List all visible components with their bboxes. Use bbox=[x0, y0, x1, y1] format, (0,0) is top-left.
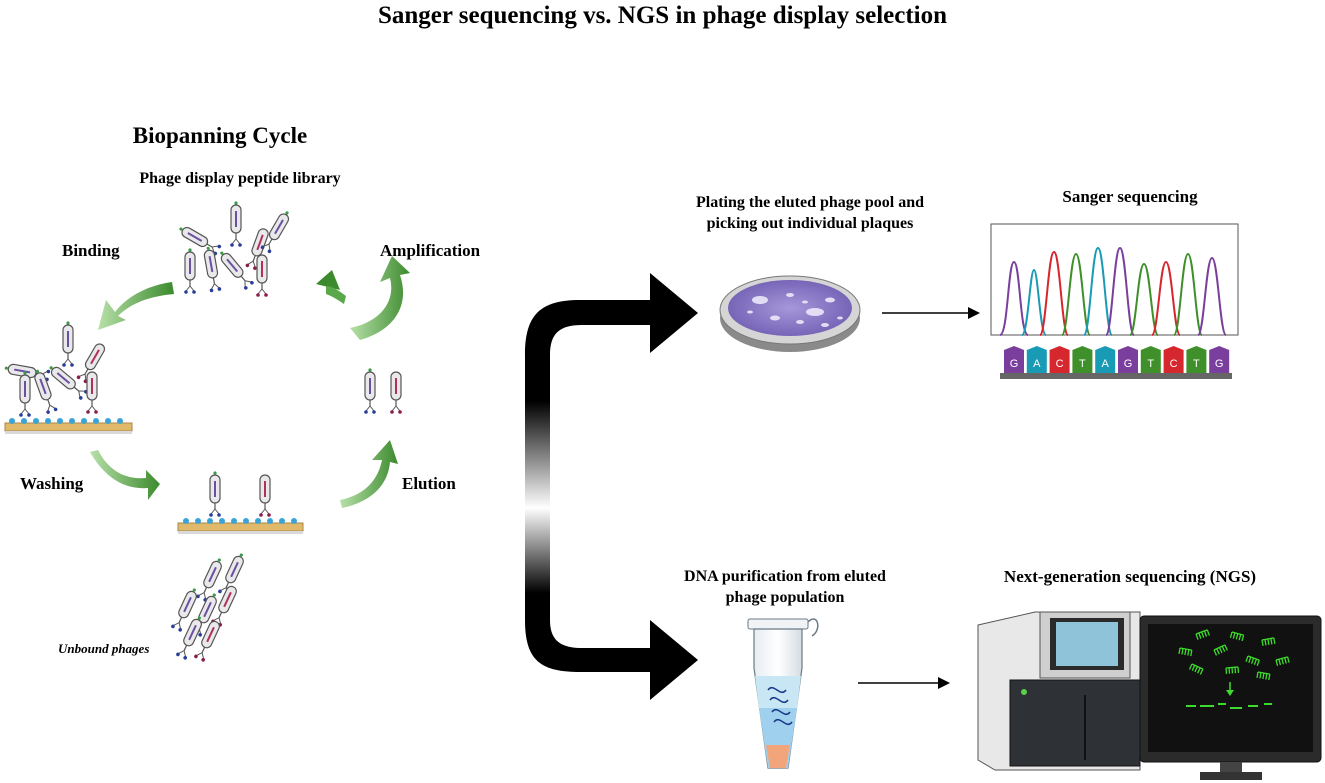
base-letter: G bbox=[1010, 358, 1019, 370]
base-tile bbox=[1163, 346, 1184, 373]
dna-tube bbox=[747, 618, 819, 769]
dna-read-glyph bbox=[1275, 656, 1290, 666]
amplification-label: Amplification bbox=[380, 241, 481, 260]
base-tile bbox=[1140, 346, 1161, 373]
washing-surface bbox=[177, 470, 304, 534]
dna-read-glyph bbox=[1178, 647, 1193, 657]
sanger-chromatogram bbox=[990, 223, 1239, 336]
elution-label: Elution bbox=[402, 474, 456, 493]
base-letter: A bbox=[1102, 358, 1110, 370]
base-letter: G bbox=[1215, 358, 1224, 370]
base-letter: A bbox=[1033, 358, 1041, 370]
dna-read-glyph bbox=[1188, 663, 1204, 675]
bracket-arrow bbox=[525, 273, 698, 700]
base-tile bbox=[1026, 346, 1047, 373]
library-phages bbox=[175, 200, 294, 298]
base-tile bbox=[1186, 346, 1207, 373]
binding-surface bbox=[2, 320, 133, 434]
base-tile bbox=[1118, 346, 1138, 373]
eluted-phages bbox=[363, 367, 403, 415]
dna-read-glyph bbox=[1229, 631, 1245, 642]
base-letter: T bbox=[1147, 358, 1154, 370]
base-letter: C bbox=[1056, 358, 1064, 370]
base-tile bbox=[1004, 346, 1024, 373]
washing-label: Washing bbox=[20, 474, 84, 493]
biopanning-heading: Biopanning Cycle bbox=[132, 123, 308, 148]
dna-read-glyph bbox=[1225, 666, 1240, 675]
base-tile bbox=[1049, 346, 1070, 373]
ngs-label: Next-generation sequencing (NGS) bbox=[1003, 567, 1257, 586]
figure-title: Sanger sequencing vs. NGS in phage displ… bbox=[377, 2, 948, 29]
base-tile bbox=[1209, 346, 1230, 373]
ngs-sequencer bbox=[977, 611, 1141, 771]
base-tile bbox=[1095, 346, 1116, 373]
ngs-monitor bbox=[1139, 615, 1322, 780]
unbound-phages bbox=[169, 550, 249, 664]
cycle-arrows bbox=[90, 256, 410, 508]
dna-read-glyph bbox=[1256, 671, 1271, 681]
dna-read-glyph bbox=[1195, 629, 1210, 640]
dna-read-glyph bbox=[1245, 655, 1260, 666]
dna-purification-line2: phage population bbox=[725, 589, 845, 606]
dna-read-glyph bbox=[1213, 644, 1229, 656]
base-tile bbox=[1072, 346, 1093, 373]
unbound-label: Unbound phages bbox=[58, 641, 150, 656]
base-letter: T bbox=[1079, 358, 1086, 370]
plating-label-line1: Plating the eluted phage pool and bbox=[695, 194, 925, 211]
library-label: Phage display peptide library bbox=[139, 170, 341, 187]
sanger-label: Sanger sequencing bbox=[1062, 187, 1198, 206]
petri-dish bbox=[719, 275, 861, 352]
plating-label-line2: picking out individual plaques bbox=[706, 215, 914, 232]
base-letter: C bbox=[1170, 358, 1178, 370]
base-letter: T bbox=[1193, 358, 1200, 370]
dna-read-glyph bbox=[1261, 637, 1276, 647]
base-letter: G bbox=[1124, 358, 1133, 370]
dna-purification-line1: DNA purification from eluted bbox=[684, 568, 886, 585]
binding-label: Binding bbox=[62, 241, 120, 260]
